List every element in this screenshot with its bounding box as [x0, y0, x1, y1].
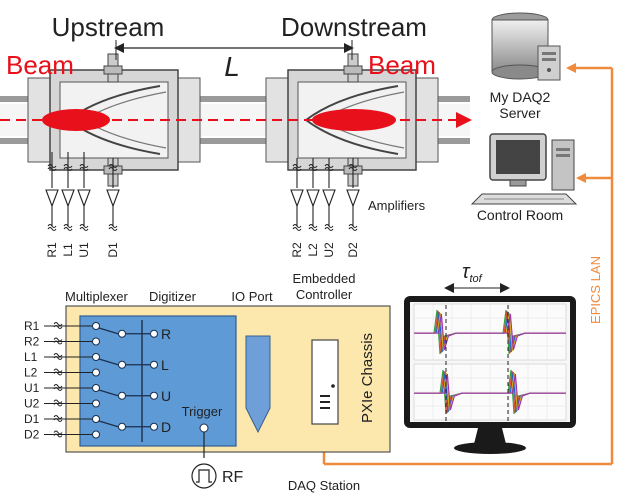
mux-input: U1 [24, 381, 100, 395]
tau-symbol: τ [462, 261, 471, 283]
mux-input-label: R1 [24, 319, 40, 333]
beam-label-right: Beam [368, 50, 436, 80]
upstream-channel-label: D1 [106, 242, 120, 258]
downstream-channel: U2 [322, 158, 336, 258]
mux-input: D1 [24, 412, 100, 426]
server-label-2: Server [499, 105, 541, 121]
mux-input: U2 [24, 397, 100, 411]
mux-input-label: D2 [24, 428, 40, 442]
tof-subscript: tof [469, 273, 482, 285]
amplifier-icon [45, 189, 59, 208]
controller-label: Controller [296, 287, 353, 302]
amplifiers-label: Amplifiers [368, 198, 426, 213]
mux-output-label: R [161, 326, 171, 342]
mux-input: L1 [24, 350, 100, 364]
mux-output-label: D [161, 419, 171, 435]
mux-switch-pair: L [98, 357, 169, 373]
mux-input: R1 [24, 319, 100, 333]
upstream-channel: L1 [61, 158, 75, 257]
epics-lan-label: EPICS LAN [588, 256, 603, 324]
beam-bunch-upstream [42, 109, 110, 131]
server-label: My DAQ2 [490, 89, 551, 105]
distance-label: L [224, 51, 240, 82]
amplifier-icon [322, 189, 336, 208]
downstream-channel-label: R2 [290, 242, 304, 258]
amplifier-icon [306, 189, 320, 208]
trigger-label: Trigger [182, 404, 223, 419]
mux-switch-pair: D [98, 419, 171, 435]
scope-trace [414, 373, 566, 411]
upstream-channel: D1 [106, 158, 120, 258]
mux-input: D2 [24, 428, 100, 442]
downstream-channel: D2 [346, 158, 360, 258]
beam-label-left: Beam [6, 50, 74, 80]
amplifier-icon [77, 189, 91, 208]
io-port-module [245, 335, 271, 434]
downstream-channel: R2 [290, 158, 304, 258]
control-room-computer-icon [470, 133, 578, 205]
upstream-channel-label: U1 [77, 242, 91, 258]
mux-input-label: L1 [24, 350, 38, 364]
amplifier-icon [346, 189, 360, 208]
tau-label: τtof [462, 261, 483, 285]
downstream-channel: L2 [306, 158, 320, 257]
mux-input-label: D1 [24, 412, 40, 426]
mux-output-label: L [161, 357, 169, 373]
upstream-label: Upstream [52, 12, 165, 42]
pxie-chassis-label: PXIe Chassis [359, 333, 376, 423]
control-room-label: Control Room [477, 207, 563, 223]
mux-input-label: U2 [24, 397, 40, 411]
server-icon [491, 12, 561, 81]
daq-station-label: DAQ Station [288, 478, 360, 493]
downstream-label: Downstream [281, 12, 427, 42]
embedded-controller-module [311, 339, 339, 425]
mux-switch-pair: U [98, 388, 171, 404]
mux-input-label: L2 [24, 366, 38, 380]
upstream-channel: U1 [77, 158, 91, 258]
scope-trace [414, 313, 566, 351]
amplifier-icon [106, 189, 120, 208]
mux-switch-pair: R [98, 326, 171, 342]
multiplexer-label: Multiplexer [65, 289, 129, 304]
mux-input: L2 [24, 366, 100, 380]
downstream-channel-label: L2 [306, 243, 320, 257]
downstream-channel-label: U2 [322, 242, 336, 258]
upstream-channel-label: L1 [61, 243, 75, 257]
rf-label: RF [222, 469, 244, 486]
digitizer-label: Digitizer [149, 289, 197, 304]
embedded-label: Embedded [293, 271, 356, 286]
mux-input-label: R2 [24, 335, 40, 349]
mux-input-label: U1 [24, 381, 40, 395]
io-port-label: IO Port [231, 289, 273, 304]
amplifier-icon [290, 189, 304, 208]
rf-source [191, 463, 217, 489]
beam-direction-arrow [456, 112, 472, 128]
amplifier-icon [61, 189, 75, 208]
mux-output-label: U [161, 388, 171, 404]
trigger-block: Trigger [182, 404, 223, 458]
downstream-channel-label: D2 [346, 242, 360, 258]
upstream-channel: R1 [45, 158, 59, 258]
digitizer-board [79, 315, 237, 447]
upstream-channel-label: R1 [45, 242, 59, 258]
mux-input: R2 [24, 335, 100, 349]
